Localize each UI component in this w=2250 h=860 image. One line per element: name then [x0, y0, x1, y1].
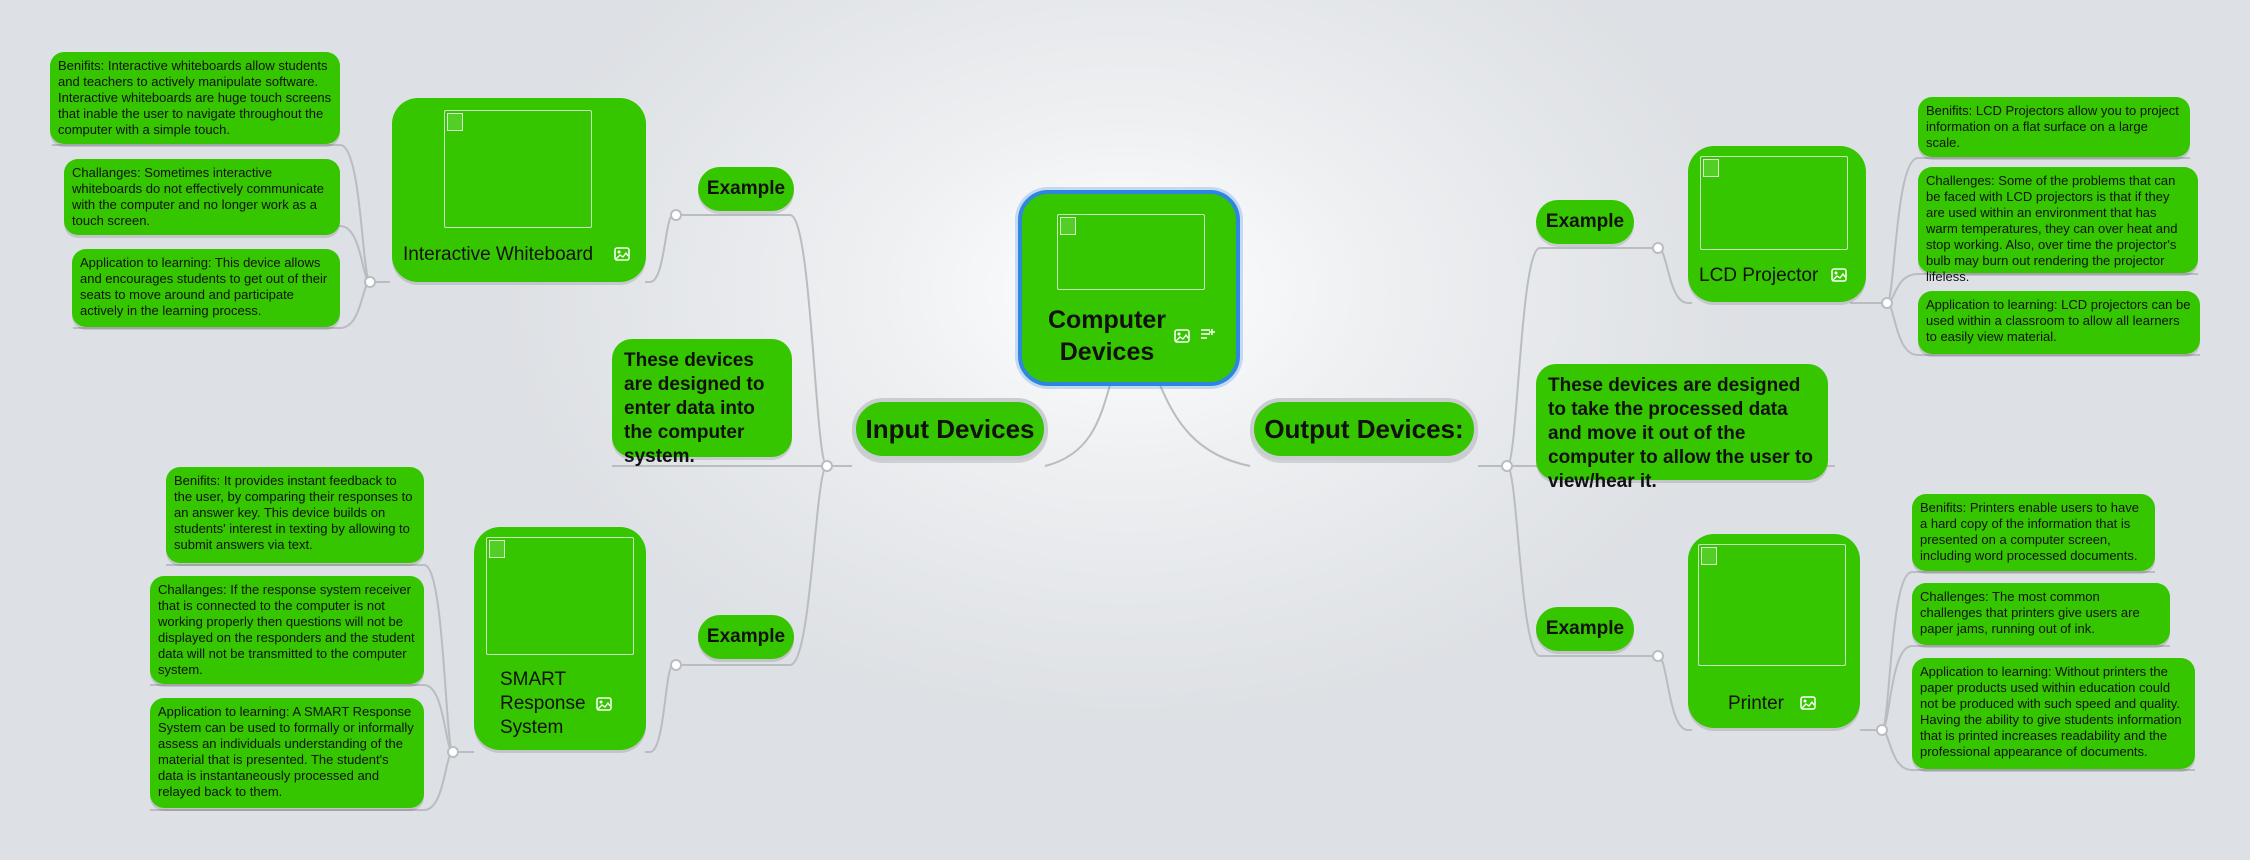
smart-label: SMART Response System [500, 669, 586, 738]
printer-node[interactable]: Printer [1688, 534, 1860, 728]
output-example-printer[interactable]: Example [1536, 607, 1634, 651]
whiteboard-benefits-text: Benifits: Interactive whiteboards allow … [58, 58, 332, 137]
projector-image-placeholder [1700, 156, 1848, 250]
printer-application[interactable]: Application to learning: Without printer… [1912, 658, 2195, 769]
lcd-projector-node[interactable]: LCD Projector [1688, 146, 1866, 302]
example-label: Example [706, 178, 786, 199]
printer-application-text: Application to learning: Without printer… [1920, 664, 2182, 759]
image-icon[interactable] [596, 697, 612, 711]
whiteboard-challenges[interactable]: Challanges: Sometimes interactive whiteb… [64, 159, 340, 235]
projector-challenges-text: Challenges: Some of the problems that ca… [1926, 173, 2178, 284]
output-description[interactable]: These devices are designed to take the p… [1536, 364, 1828, 492]
central-image-placeholder [1057, 214, 1205, 290]
smart-response-system-node[interactable]: SMART Response System [474, 527, 646, 750]
smart-application-text: Application to learning: A SMART Respons… [158, 704, 414, 799]
whiteboard-benefits[interactable]: Benifits: Interactive whiteboards allow … [50, 52, 340, 144]
input-example-smart[interactable]: Example [698, 615, 794, 659]
printer-benefits[interactable]: Benifits: Printers enable users to have … [1912, 494, 2155, 571]
whiteboard-image-placeholder [444, 110, 592, 228]
output-devices-topic[interactable]: Output Devices: [1250, 398, 1478, 460]
whiteboard-label: Interactive Whiteboard [403, 244, 594, 265]
smart-challenges[interactable]: Challanges: If the response system recei… [150, 576, 424, 684]
input-devices-title: Input Devices [865, 413, 1035, 444]
input-example-whiteboard[interactable]: Example [698, 167, 794, 211]
projector-benefits[interactable]: Benifits: LCD Projectors allow you to pr… [1918, 97, 2190, 157]
smart-benefits-text: Benifits: It provides instant feedback t… [174, 473, 413, 552]
image-icon[interactable] [1831, 268, 1847, 282]
smart-image-placeholder [486, 537, 634, 655]
smart-benefits[interactable]: Benifits: It provides instant feedback t… [166, 467, 424, 563]
image-icon[interactable] [1174, 329, 1190, 343]
example-label: Example [1545, 211, 1625, 232]
printer-challenges-text: Challenges: The most common challenges t… [1920, 589, 2140, 636]
printer-label: Printer [1728, 693, 1784, 714]
printer-image-placeholder [1698, 544, 1846, 666]
projector-label: LCD Projector [1699, 265, 1819, 286]
whiteboard-application-text: Application to learning: This device all… [80, 255, 328, 318]
example-label: Example [706, 626, 786, 647]
image-icon[interactable] [614, 247, 630, 261]
projector-benefits-text: Benifits: LCD Projectors allow you to pr… [1926, 103, 2179, 150]
whiteboard-challenges-text: Challanges: Sometimes interactive whiteb… [72, 165, 324, 228]
output-example-projector[interactable]: Example [1536, 200, 1634, 244]
input-devices-topic[interactable]: Input Devices [852, 398, 1048, 460]
input-description-text: These devices are designed to enter data… [624, 350, 765, 467]
smart-challenges-text: Challanges: If the response system recei… [158, 582, 415, 677]
whiteboard-application[interactable]: Application to learning: This device all… [72, 249, 340, 327]
projector-challenges[interactable]: Challenges: Some of the problems that ca… [1918, 167, 2198, 284]
output-devices-title: Output Devices: [1264, 413, 1464, 444]
interactive-whiteboard-node[interactable]: Interactive Whiteboard [392, 98, 646, 282]
input-description[interactable]: These devices are designed to enter data… [612, 339, 792, 467]
example-label: Example [1545, 618, 1625, 639]
output-description-text: These devices are designed to take the p… [1548, 375, 1813, 492]
smart-application[interactable]: Application to learning: A SMART Respons… [150, 698, 424, 808]
printer-benefits-text: Benifits: Printers enable users to have … [1920, 500, 2139, 563]
projector-application[interactable]: Application to learning: LCD projectors … [1918, 291, 2200, 354]
central-topic[interactable]: Computer Devices [1018, 190, 1240, 386]
central-title: Computer Devices [1047, 306, 1167, 366]
projector-application-text: Application to learning: LCD projectors … [1926, 297, 2191, 344]
printer-challenges[interactable]: Challenges: The most common challenges t… [1912, 583, 2170, 645]
image-icon[interactable] [1800, 696, 1816, 710]
notes-icon[interactable] [1200, 327, 1216, 343]
